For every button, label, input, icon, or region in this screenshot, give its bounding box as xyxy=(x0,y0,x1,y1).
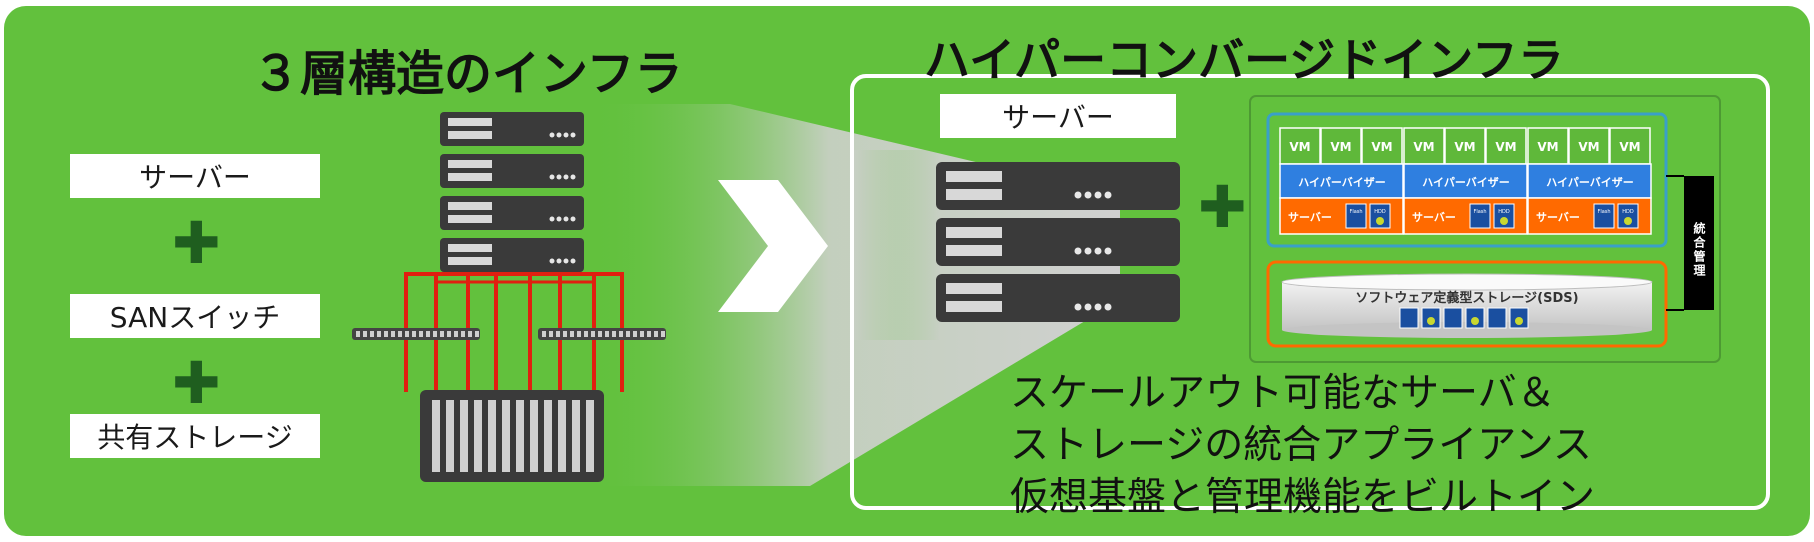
label-san-switch: SANスイッチ xyxy=(70,294,320,338)
plus-icon-hci: ✚ xyxy=(1198,173,1247,241)
vm-label: VM xyxy=(1289,140,1310,154)
vm-box xyxy=(1444,127,1486,165)
vm-label: VM xyxy=(1371,140,1392,154)
storage-drive-5 xyxy=(488,400,496,472)
flash-icon xyxy=(1487,307,1507,329)
vm-label: VM xyxy=(1330,140,1351,154)
hci-server-2 xyxy=(936,218,1180,266)
flash-icon xyxy=(1469,203,1491,229)
hypervisor-label: ハイパーバイザー xyxy=(1546,176,1633,189)
server-row-label: サーバー xyxy=(1288,211,1332,224)
flash-icon xyxy=(1593,203,1615,229)
shared-storage-array xyxy=(420,390,604,482)
label-hci-server: サーバー xyxy=(940,94,1176,138)
hci-server-3 xyxy=(936,274,1180,322)
hci-compute-group xyxy=(1266,112,1668,248)
hypervisor-box xyxy=(1527,163,1652,199)
storage-drive-7 xyxy=(516,400,524,472)
vm-box xyxy=(1403,127,1445,165)
hypervisor-label: ハイパーバイザー xyxy=(1298,176,1385,189)
flash-icon xyxy=(1399,307,1419,329)
vm-box xyxy=(1485,127,1527,165)
hdd-disc-icon xyxy=(1376,217,1384,225)
hypervisor-label: ハイパーバイザー xyxy=(1422,176,1509,189)
server-rack-3tier xyxy=(440,112,584,272)
vm-box xyxy=(1320,127,1362,165)
vm-label: VM xyxy=(1537,140,1558,154)
rack-server-4 xyxy=(440,238,584,272)
integration-bar xyxy=(1684,176,1714,310)
plus-icon-2: ✚ xyxy=(172,349,221,417)
vm-label: VM xyxy=(1454,140,1475,154)
rack-server-3 xyxy=(440,196,584,230)
vm-box xyxy=(1568,127,1610,165)
storage-drive-6 xyxy=(502,400,510,472)
chevron-right-icon xyxy=(718,180,828,312)
label-shared-storage: 共有ストレージ xyxy=(70,414,320,458)
hdd-disc-icon xyxy=(1427,317,1435,325)
flash-label: Flash xyxy=(1349,209,1362,215)
san-switch-1 xyxy=(352,328,480,340)
hdd-icon xyxy=(1493,203,1515,229)
hdd-disc-icon xyxy=(1624,217,1632,225)
title-3tier: ３層構造のインフラ xyxy=(252,46,683,102)
flash-icon xyxy=(1345,203,1367,229)
vm-label: VM xyxy=(1578,140,1599,154)
flash-label: Flash xyxy=(1473,209,1486,215)
description-line-3: 仮想基盤と管理機能をビルトイン xyxy=(1010,475,1596,520)
storage-drive-10 xyxy=(558,400,566,472)
vm-label: VM xyxy=(1413,140,1434,154)
flash-label: Flash xyxy=(1597,209,1610,215)
hdd-label: HDD xyxy=(1498,209,1510,215)
storage-drive-9 xyxy=(544,400,552,472)
sds-label: ソフトウェア定義型ストレージ(SDS) xyxy=(1355,290,1578,306)
storage-drive-4 xyxy=(474,400,482,472)
sds-cylinder-bottom xyxy=(1282,322,1652,338)
hci-description: スケールアウト可能なサーバ＆ ストレージの統合アプライアンス 仮想基盤と管理機能… xyxy=(1010,368,1595,524)
vm-label: VM xyxy=(1495,140,1516,154)
vm-box xyxy=(1527,127,1569,165)
storage-drive-8 xyxy=(530,400,538,472)
storage-drive-2 xyxy=(446,400,454,472)
storage-drive-12 xyxy=(586,400,594,472)
description-line-1: スケールアウト可能なサーバ＆ xyxy=(1010,371,1556,416)
hdd-disc-icon xyxy=(1515,317,1523,325)
label-server: サーバー xyxy=(70,154,320,198)
transition-band-right xyxy=(850,150,940,340)
san-switch-2 xyxy=(538,328,666,340)
vm-box xyxy=(1279,127,1321,165)
server-row-label: サーバー xyxy=(1536,211,1580,224)
rack-server-1 xyxy=(440,112,584,146)
hdd-label: HDD xyxy=(1374,209,1386,215)
hci-server-1 xyxy=(936,162,1180,210)
rack-server-2 xyxy=(440,154,584,188)
storage-drive-1 xyxy=(432,400,440,472)
integration-label: 統合管理 xyxy=(1692,221,1706,278)
hdd-icon xyxy=(1369,203,1391,229)
hci-panel-border xyxy=(850,74,1770,510)
vm-label: VM xyxy=(1619,140,1640,154)
title-hci: ハイパーコンバージドインフラ xyxy=(924,33,1564,87)
hypervisor-box xyxy=(1403,163,1528,199)
san-switches xyxy=(352,328,666,340)
sds-cylinder-top xyxy=(1281,273,1653,291)
storage-drive-3 xyxy=(460,400,468,472)
plus-icon-1: ✚ xyxy=(172,209,221,277)
hdd-disc-icon xyxy=(1500,217,1508,225)
hdd-disc-icon xyxy=(1471,317,1479,325)
hdd-label: HDD xyxy=(1622,209,1634,215)
hci-servers xyxy=(936,162,1180,322)
hci-storage-group xyxy=(1266,260,1668,348)
server-row-label: サーバー xyxy=(1412,211,1456,224)
storage-drive-11 xyxy=(572,400,580,472)
flash-icon xyxy=(1443,307,1463,329)
vm-box xyxy=(1609,127,1651,165)
hdd-icon xyxy=(1617,203,1639,229)
description-line-2: ストレージの統合アプライアンス xyxy=(1010,423,1592,468)
